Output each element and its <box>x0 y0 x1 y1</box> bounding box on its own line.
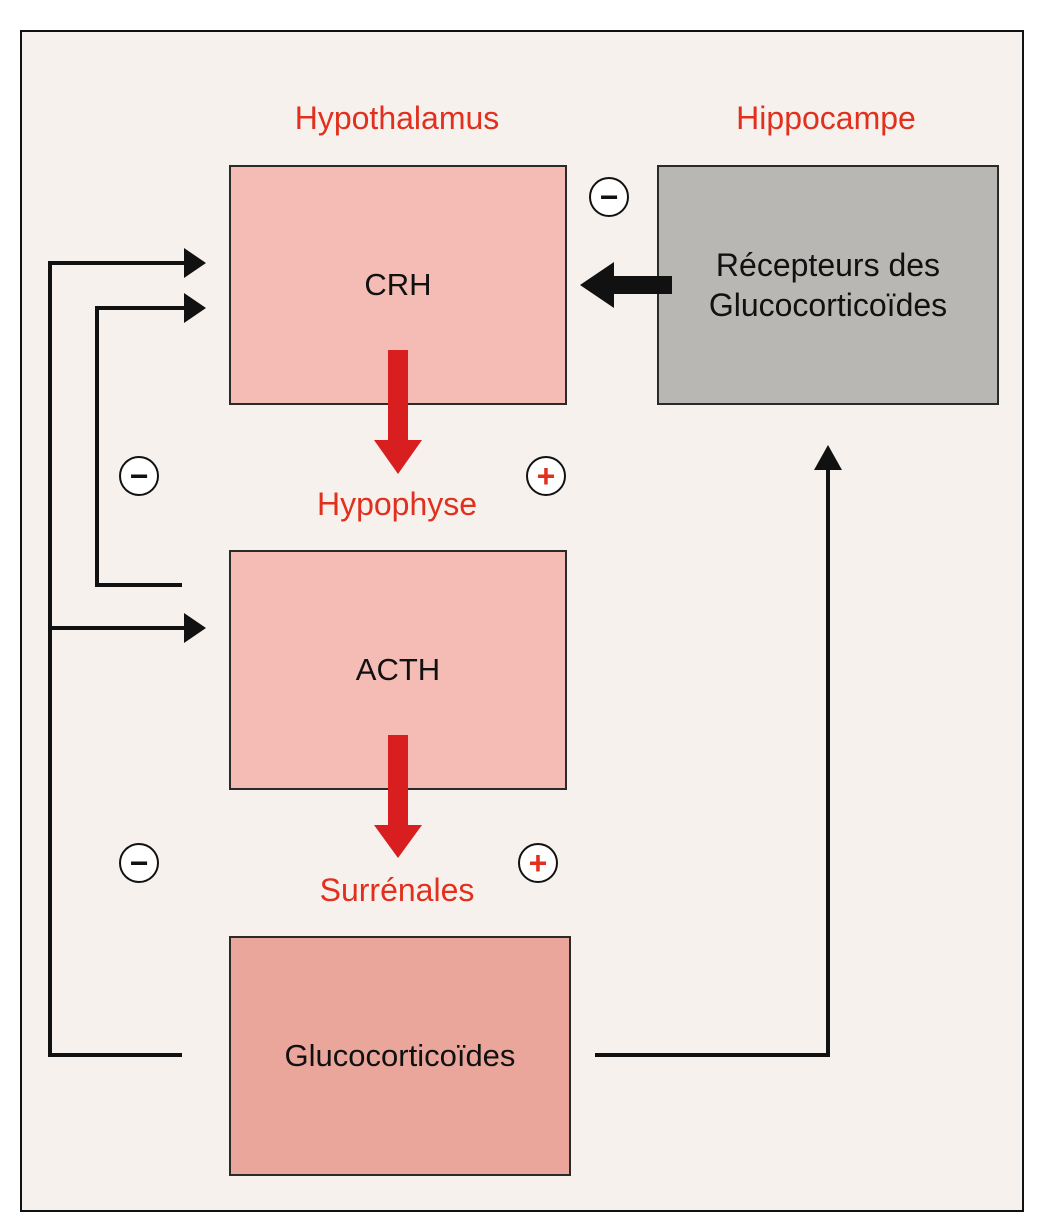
crh-box: CRH <box>229 165 567 405</box>
crh-label: CRH <box>364 266 432 302</box>
recepteurs-text: Récepteurs des Glucocorticoïdes <box>709 245 947 325</box>
plus-sign-crh-acth: + <box>526 456 566 496</box>
recepteurs-label-line2: Glucocorticoïdes <box>708 287 948 323</box>
label-hypothalamus: Hypothalamus <box>294 100 500 136</box>
minus-sign-receptors: − <box>589 177 629 217</box>
acth-box: ACTH <box>229 550 567 790</box>
label-surrenales: Surrénales <box>319 872 475 908</box>
glucocorticoides-label: Glucocorticoïdes <box>284 1037 516 1073</box>
recepteurs-box: Récepteurs des Glucocorticoïdes <box>657 165 999 405</box>
glucocorticoides-box: Glucocorticoïdes <box>229 936 571 1176</box>
plus-sign-acth-gluco: + <box>518 843 558 883</box>
minus-sign-outer-loop: − <box>119 843 159 883</box>
label-hippocampe: Hippocampe <box>736 100 916 136</box>
minus-sign-inner-loop: − <box>119 456 159 496</box>
recepteurs-label-line1: Récepteurs des <box>715 247 941 283</box>
acth-label: ACTH <box>355 651 441 687</box>
label-hypophyse: Hypophyse <box>316 486 478 522</box>
